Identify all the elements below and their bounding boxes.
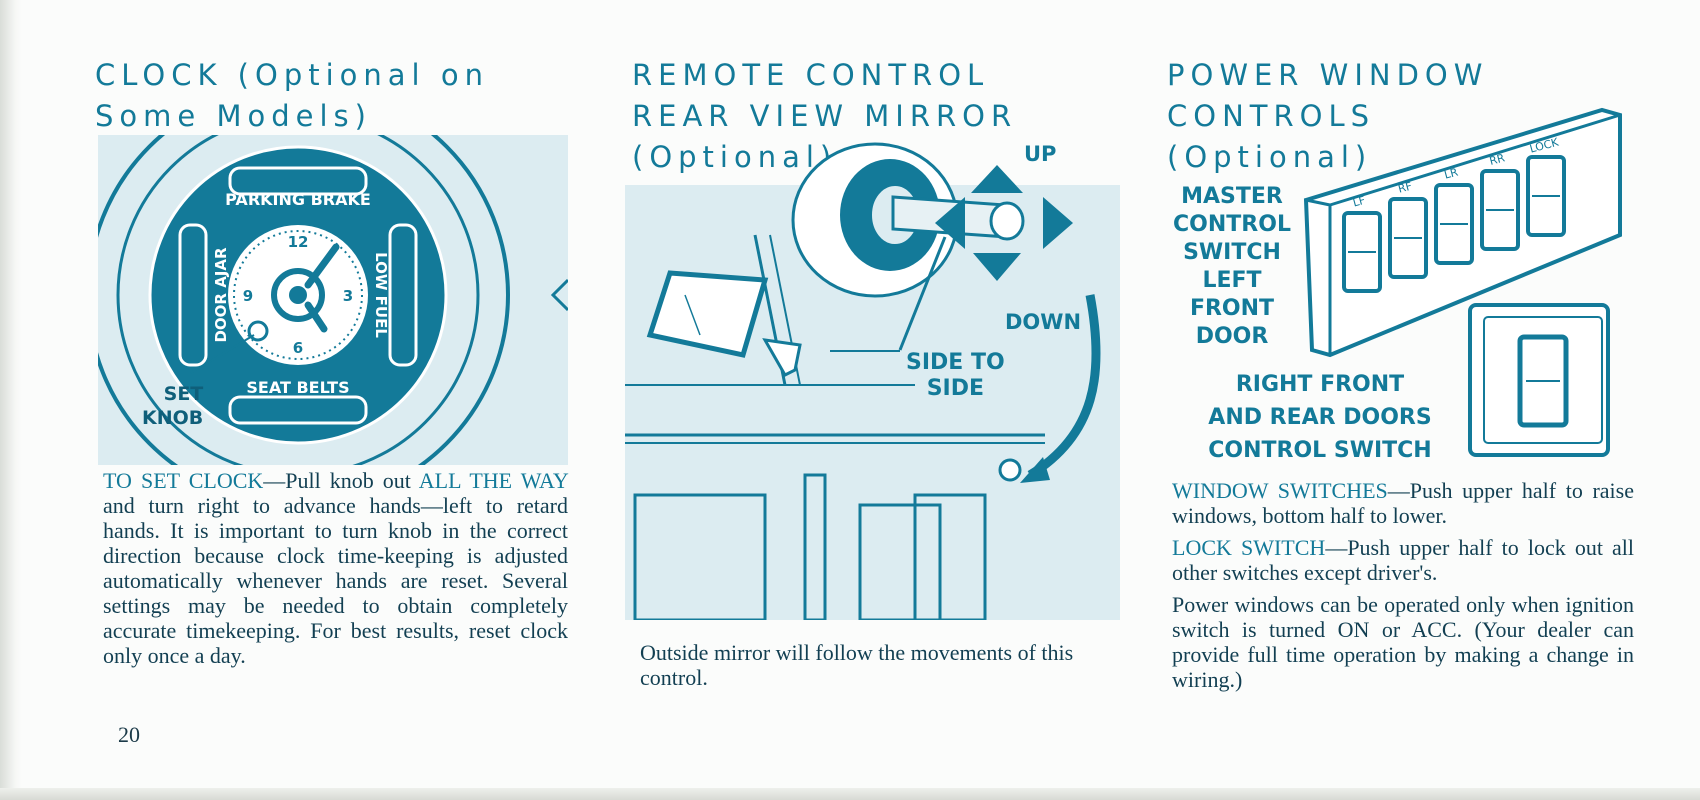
page-number: 20: [118, 722, 140, 747]
side-to-side-pointer: [898, 236, 947, 351]
set-knob-label-line2: KNOB: [142, 407, 204, 429]
clock-ring-notch: [550, 278, 568, 312]
door-hinge-post: [803, 473, 827, 620]
door-ajar-label: DOOR AJAR: [212, 247, 230, 343]
clock-illustration: PARKING BRAKE SEAT BELTS DOOR AJAR LOW F…: [98, 135, 568, 465]
clock-instructions-lead: TO SET CLOCK: [103, 468, 264, 493]
switch-label-rr: RR: [1488, 151, 1506, 168]
clock-heading: CLOCK (Optional on Some Models): [95, 55, 489, 137]
clock-numeral-12: 12: [288, 233, 309, 251]
arrow-right-icon: [1043, 197, 1073, 249]
mirror-mount: [762, 338, 802, 377]
clock-instructions-rest: and turn right to advance hands—left to …: [103, 493, 568, 668]
mirror-heading-line3: (Optional): [632, 140, 838, 174]
mirror-label-side-line1: SIDE TO: [906, 350, 1005, 375]
set-knob-label-line1: SET: [163, 383, 204, 405]
windows-heading: POWER WINDOW CONTROLS (Optional): [1167, 55, 1488, 178]
clock-hub: [289, 286, 307, 304]
switch-label-lf: LF: [1351, 194, 1366, 210]
windows-instructions: WINDOW SWITCHES—Push upper half to raise…: [1172, 478, 1634, 699]
mirror-label-side: SIDE TO SIDE: [906, 350, 1005, 402]
right-label-line: CONTROL SWITCH: [1208, 438, 1432, 463]
clock-instructions: TO SET CLOCK—Pull knob out ALL THE WAY a…: [103, 468, 568, 668]
mirror-label-down: DOWN: [1005, 310, 1082, 334]
door-switch-panel-inner: [1483, 316, 1603, 444]
clock-instructions-dash: —Pull knob out: [263, 468, 419, 493]
lock-switch-paragraph: LOCK SWITCH—Push upper half to lock out …: [1172, 535, 1634, 585]
clock-hub-ring: [271, 268, 325, 322]
master-label-line: LEFT: [1202, 268, 1262, 293]
windows-heading-line2: CONTROLS: [1167, 99, 1376, 133]
clock-instructions-emphasis: ALL THE WAY: [418, 468, 569, 493]
right-label-line: AND REAR DOORS: [1208, 405, 1432, 430]
arrow-left-icon: [935, 197, 965, 249]
clock-numeral-9: 9: [243, 287, 253, 305]
set-knob-label: SET KNOB: [142, 382, 203, 430]
clock-middle-ring: [116, 135, 480, 465]
master-label-line: DOOR: [1195, 324, 1269, 349]
master-label-line: SWITCH: [1183, 240, 1281, 265]
seat-belts-window: [228, 395, 368, 425]
mirror-heading-line2: REAR VIEW MIRROR: [632, 99, 1018, 133]
page-bottom-edge: [0, 788, 1700, 800]
mirror-caption: Outside mirror will follow the movements…: [640, 640, 1074, 690]
ignition-paragraph: Power windows can be operated only when …: [1172, 592, 1634, 692]
switch-label-lr: LR: [1443, 165, 1460, 181]
window-switch-illustration: LF RF LR RR LOCK: [1303, 107, 1622, 457]
master-panel-top-edge: [1329, 113, 1621, 207]
door-ajar-window: [178, 223, 208, 367]
inside-control-knob: [998, 458, 1022, 482]
window-switches-text: —Push upper half to raise windows, botto…: [1172, 478, 1634, 528]
door-panel-right: [858, 503, 942, 620]
master-label-line: FRONT: [1189, 296, 1275, 321]
mirror-label-up: UP: [1024, 142, 1057, 166]
master-label-line: CONTROL: [1173, 212, 1291, 237]
door-panel-left: [633, 493, 767, 620]
low-fuel-label: LOW FUEL: [372, 252, 390, 338]
clock-hour-hand: [304, 301, 328, 333]
page-binding-shadow: [0, 0, 22, 800]
mirror-label-side-line2: SIDE: [926, 376, 985, 401]
clock-numeral-6: 6: [293, 339, 303, 357]
clock-heading-line1: CLOCK (Optional on: [95, 58, 489, 92]
clock-outer-ring: [98, 135, 510, 465]
parking-brake-window: [228, 166, 368, 196]
seat-belts-label: SEAT BELTS: [246, 378, 349, 397]
arrow-down-icon: [973, 253, 1021, 281]
mirror-heading: REMOTE CONTROL REAR VIEW MIRROR (Optiona…: [632, 55, 1017, 178]
clock-minute-hand: [304, 243, 340, 289]
clock-numeral-3: 3: [343, 287, 353, 305]
windows-heading-line1: POWER WINDOW: [1167, 58, 1489, 92]
clock-minute-ticks: [233, 230, 363, 360]
right-doors-switch-label: RIGHT FRONT AND REAR DOORS CONTROL SWITC…: [1170, 368, 1470, 467]
clock-dial-rim: [148, 145, 448, 445]
low-fuel-window: [388, 223, 418, 367]
control-lever-tip: [989, 201, 1025, 241]
curved-pointer-arrow: [1027, 294, 1101, 479]
mirror-heading-line1: REMOTE CONTROL: [632, 58, 990, 92]
outside-mirror: [646, 270, 769, 358]
door-panel-inner: [913, 493, 987, 620]
windows-heading-line3: (Optional): [1167, 140, 1373, 174]
window-switches-lead: WINDOW SWITCHES: [1172, 478, 1388, 503]
lock-switch-lead: LOCK SWITCH: [1172, 535, 1326, 560]
parking-brake-label: PARKING BRAKE: [225, 190, 371, 209]
mirror-illustration: [625, 142, 1120, 620]
window-switches-paragraph: WINDOW SWITCHES—Push upper half to raise…: [1172, 478, 1634, 528]
arrow-up-icon: [971, 165, 1023, 193]
mirror-glare-line: [684, 294, 701, 336]
switch-label-rf: RF: [1397, 180, 1414, 196]
master-switch-label: MASTER CONTROL SWITCH LEFT FRONT DOOR: [1172, 183, 1292, 351]
master-label-line: MASTER: [1181, 184, 1283, 209]
set-knob-pointer: [190, 334, 255, 374]
curved-pointer-arrowhead: [1020, 457, 1050, 483]
right-label-line: RIGHT FRONT: [1235, 372, 1405, 397]
lock-switch-text: —Push upper half to lock out all other s…: [1172, 535, 1635, 585]
clock-heading-line2: Some Models): [95, 99, 372, 133]
